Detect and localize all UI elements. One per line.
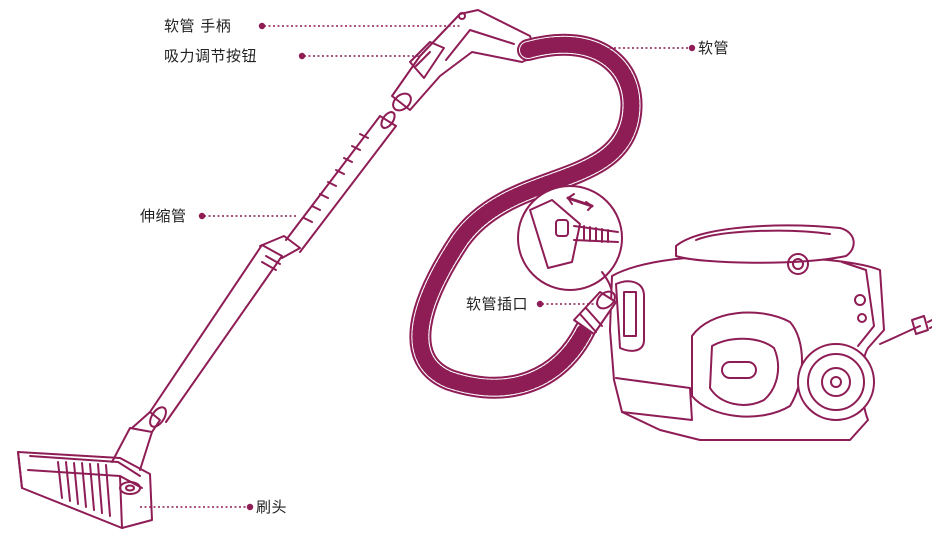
leader-dots bbox=[198, 22, 696, 511]
label-hose: 软管 bbox=[698, 39, 730, 57]
hose-inlet-inset bbox=[517, 185, 623, 295]
hose-connector-drawing bbox=[573, 290, 617, 335]
label-suction-button: 吸力调节按钮 bbox=[164, 47, 258, 65]
brush-head-drawing bbox=[17, 411, 161, 529]
label-brush-head: 刷头 bbox=[256, 498, 288, 516]
hose-drawing bbox=[409, 33, 643, 399]
hose-handle-drawing bbox=[391, 9, 537, 112]
label-hose-handle: 软管 手柄 bbox=[164, 17, 232, 35]
label-telescopic-tube: 伸缩管 bbox=[140, 207, 187, 225]
label-hose-inlet: 软管插口 bbox=[466, 295, 529, 313]
vacuum-body-drawing bbox=[609, 224, 932, 441]
leader-lines bbox=[140, 25, 690, 508]
telescopic-tube-drawing bbox=[149, 111, 397, 428]
